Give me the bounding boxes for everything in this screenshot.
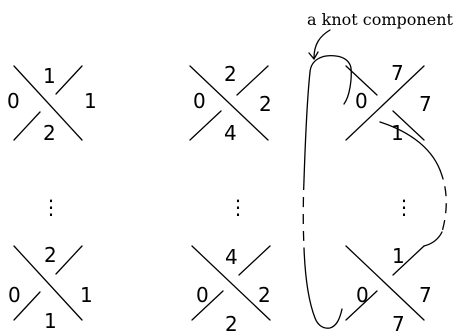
- region-label-bottom: 7: [392, 312, 405, 333]
- region-label-right: 1: [84, 89, 97, 113]
- caption-label: a knot component: [307, 10, 453, 29]
- knot-component-loop: [302, 54, 447, 329]
- panel-2-ellipsis: ⋮: [228, 195, 248, 219]
- region-label-left: 0: [193, 89, 206, 113]
- caption-arrowhead: [308, 51, 319, 61]
- region-label-top: 1: [43, 64, 56, 88]
- panel-1-ellipsis: ⋮: [41, 195, 61, 219]
- panel-3-bottom-crossing: 1 0 7 7: [345, 244, 432, 333]
- region-label-left: 0: [356, 283, 369, 307]
- region-label-right: 7: [419, 92, 432, 116]
- region-label-top: 1: [392, 244, 405, 268]
- region-label-right: 1: [80, 283, 93, 307]
- panel-1-bottom-crossing: 2 0 1 1: [8, 243, 93, 333]
- region-label-top: 4: [225, 245, 238, 269]
- region-label-bottom: 1: [44, 309, 57, 333]
- region-label-bottom: 2: [43, 121, 56, 145]
- region-label-right: 2: [258, 283, 271, 307]
- panel-3-top-crossing: 7 0 7 1: [345, 61, 432, 145]
- region-label-bottom: 2: [225, 312, 238, 333]
- panel-3-ellipsis: ⋮: [394, 195, 414, 219]
- region-label-left: 0: [355, 89, 368, 113]
- region-label-top: 2: [224, 62, 237, 86]
- region-label-left: 0: [7, 89, 20, 113]
- panel-2-top-crossing: 2 0 2 4: [189, 62, 272, 145]
- region-label-left: 0: [8, 283, 21, 307]
- region-label-top: 2: [44, 243, 57, 267]
- region-label-bottom: 1: [391, 121, 404, 145]
- region-label-left: 0: [196, 283, 209, 307]
- region-label-bottom: 4: [224, 121, 237, 145]
- region-label-right: 7: [419, 283, 432, 307]
- panel-1-top-crossing: 1 0 1 2: [7, 64, 97, 145]
- region-label-top: 7: [391, 61, 404, 85]
- caption-pointer: [313, 29, 331, 59]
- region-label-right: 2: [259, 92, 272, 116]
- panel-2-bottom-crossing: 4 0 2 2: [191, 245, 271, 333]
